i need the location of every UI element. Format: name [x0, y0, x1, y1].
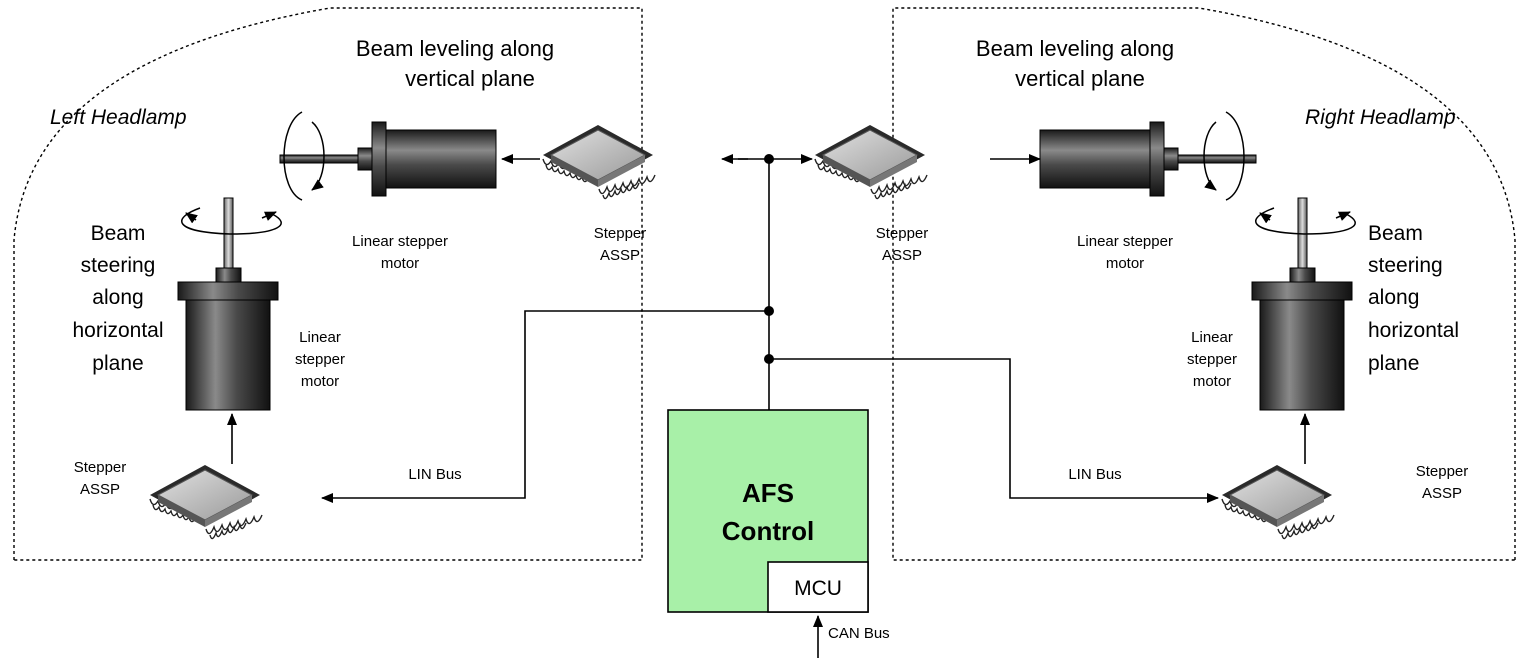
right-bottom-assp-line2: ASSP — [1422, 485, 1462, 502]
right-leveling-rotation-arrow — [1203, 121, 1217, 191]
svg-text:horizontal: horizontal — [72, 319, 163, 342]
left-leveling-rotation-arc — [283, 111, 303, 201]
left-bottom-assp-line1: Stepper — [74, 459, 127, 476]
left-headlamp-boundary — [13, 7, 643, 561]
svg-text:steering: steering — [1368, 254, 1443, 277]
svg-text:plane: plane — [92, 352, 143, 375]
right-leveling-motor — [1039, 121, 1257, 197]
left-top-stepper-assp-chip — [542, 124, 656, 200]
right-linear-motor-side-label: Linear stepper motor — [1187, 329, 1237, 390]
right-steering-rotation-arc — [1255, 207, 1356, 235]
right-top-stepper-assp-chip — [814, 124, 928, 200]
left-leveling-label-line2: vertical plane — [405, 66, 535, 91]
svg-text:steering: steering — [81, 254, 156, 277]
mcu-box — [767, 561, 869, 613]
left-headlamp-title: Left Headlamp — [50, 106, 187, 129]
right-bottom-assp-line1: Stepper — [1416, 463, 1469, 480]
svg-text:plane: plane — [1368, 352, 1419, 375]
svg-text:motor: motor — [1193, 373, 1231, 390]
left-lin-bus-wire — [321, 310, 769, 503]
right-leveling-rotation-arc — [1225, 111, 1245, 201]
junction-top — [764, 154, 774, 164]
right-top-assp-line2: ASSP — [882, 247, 922, 264]
afs-control-title-line2: Control — [722, 516, 814, 546]
left-linear-motor-top-line2: motor — [381, 255, 419, 272]
right-headlamp-title: Right Headlamp — [1305, 106, 1456, 129]
svg-text:along: along — [92, 286, 143, 309]
right-bottom-stepper-assp-chip — [1221, 464, 1335, 540]
svg-text:horizontal: horizontal — [1368, 319, 1459, 342]
svg-text:Beam: Beam — [91, 222, 146, 245]
left-leveling-rotation-arrow — [311, 121, 325, 191]
right-top-assp-line1: Stepper — [876, 225, 929, 242]
svg-text:Linear: Linear — [1191, 329, 1233, 346]
can-bus-label: CAN Bus — [828, 625, 890, 642]
left-top-assp-line2: ASSP — [600, 247, 640, 264]
mcu-label: MCU — [794, 577, 842, 600]
left-steering-label: Beam steering along horizontal plane — [72, 222, 163, 375]
left-lin-bus-label: LIN Bus — [408, 466, 461, 483]
left-leveling-motor — [279, 121, 497, 197]
afs-control-title-line1: AFS — [742, 478, 794, 508]
right-steering-label: Beam steering along horizontal plane — [1368, 222, 1459, 375]
left-linear-motor-top-line1: Linear stepper — [352, 233, 448, 250]
svg-text:Linear: Linear — [299, 329, 341, 346]
right-lin-bus-label: LIN Bus — [1068, 466, 1121, 483]
left-steering-rotation-arc — [181, 207, 282, 235]
right-lin-bus-wire — [769, 358, 1219, 503]
svg-text:stepper: stepper — [1187, 351, 1237, 368]
svg-text:along: along — [1368, 286, 1419, 309]
right-leveling-label-line2: vertical plane — [1015, 66, 1145, 91]
right-linear-motor-top-line1: Linear stepper — [1077, 233, 1173, 250]
right-leveling-label-line1: Beam leveling along — [976, 36, 1174, 61]
right-headlamp-boundary — [892, 7, 1516, 561]
svg-text:stepper: stepper — [295, 351, 345, 368]
left-leveling-label-line1: Beam leveling along — [356, 36, 554, 61]
svg-text:Beam: Beam — [1368, 222, 1423, 245]
left-top-assp-line1: Stepper — [594, 225, 647, 242]
left-linear-motor-side-label: Linear stepper motor — [295, 329, 345, 390]
left-bottom-assp-line2: ASSP — [80, 481, 120, 498]
right-linear-motor-top-line2: motor — [1106, 255, 1144, 272]
left-bottom-stepper-assp-chip — [149, 464, 263, 540]
svg-text:motor: motor — [301, 373, 339, 390]
